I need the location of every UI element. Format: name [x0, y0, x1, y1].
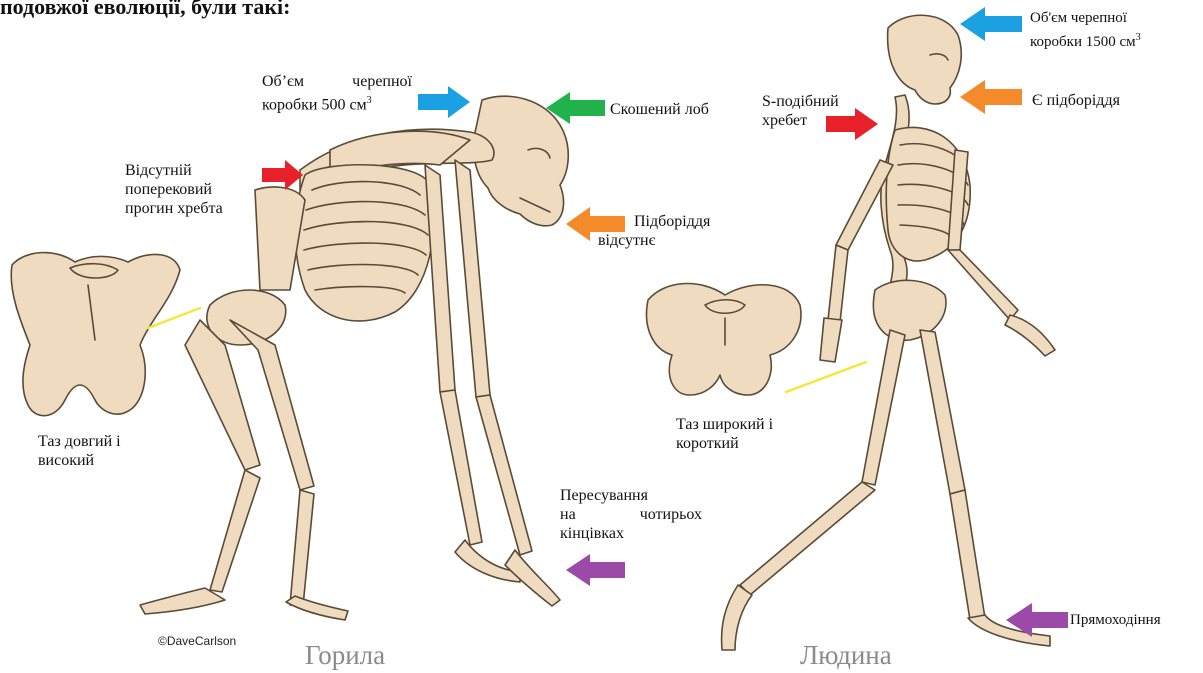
- human-cranial-sup: 3: [1136, 32, 1141, 43]
- gorilla-move-line1: Пересування: [560, 486, 702, 505]
- human-walk-label: Прямоходіння: [1070, 611, 1161, 630]
- gorilla-cranial-line2: коробки 500 см3: [262, 91, 412, 114]
- gorilla-move-line2: на чотирьох: [560, 505, 702, 524]
- gorilla-cranial-volume: коробки 500 см: [262, 96, 367, 113]
- gorilla-chin-line1: Підборіддя: [598, 212, 710, 231]
- human-spine-line1: S-подібний: [762, 92, 839, 111]
- gorilla-lumbar-line2: поперековий: [125, 180, 223, 199]
- gorilla-cranial-label: Об’єм черепної коробки 500 см3: [262, 72, 412, 114]
- gorilla-pelvis-line2: високий: [38, 451, 121, 470]
- gorilla-move-line3: кінцівках: [560, 524, 702, 543]
- arrow-gorilla-cranium: [418, 86, 470, 118]
- human-leg-left: [862, 330, 905, 485]
- human-caption: Людина: [800, 640, 892, 671]
- human-skull: [888, 15, 962, 104]
- gorilla-cranial-line1: Об’єм черепної: [262, 72, 412, 91]
- gorilla-pelvis-detail: [11, 253, 180, 416]
- gorilla-chin-line2: відсутнє: [598, 231, 710, 250]
- gorilla-pelvis-line1: Таз довгий і: [38, 432, 121, 451]
- gorilla-front-arm-left: [425, 165, 455, 392]
- human-pelvis-line1: Таз широкий і: [676, 415, 773, 434]
- human-leg-right: [920, 330, 965, 494]
- gorilla-cranial-sup: 3: [367, 95, 372, 106]
- gorilla-pelvis-label: Таз довгий і високий: [38, 432, 121, 470]
- arrow-gorilla-move: [566, 554, 625, 586]
- gorilla-move-label: Пересування на чотирьох кінцівках: [560, 486, 702, 543]
- gorilla-front-arm-right: [455, 160, 490, 397]
- gorilla-chin-label: Підборіддя відсутнє: [598, 212, 710, 250]
- human-spine-line2: хребет: [762, 111, 839, 130]
- gorilla-lumbar-line3: прогин хребта: [125, 199, 223, 218]
- illustrator-credit: ©DaveCarlson: [158, 634, 236, 648]
- gorilla-forehead-label: Скошений лоб: [610, 100, 709, 119]
- top-cropped-text: подовжої еволюції, були такі:: [0, 0, 290, 20]
- gorilla-lumbar-line1: Відсутній: [125, 161, 223, 180]
- gorilla-lumbar-label: Відсутній поперековий прогин хребта: [125, 161, 223, 218]
- arrow-gorilla-lumbar: [262, 160, 303, 190]
- human-spine-label: S-подібний хребет: [762, 92, 839, 130]
- human-pelvis-line2: короткий: [676, 434, 773, 453]
- human-chin-label: Є підборіддя: [1032, 91, 1120, 110]
- human-pelvis-label: Таз широкий і короткий: [676, 415, 773, 453]
- human-cranial-volume: коробки 1500 см: [1030, 34, 1136, 50]
- human-cranial-line2: коробки 1500 см3: [1030, 28, 1141, 52]
- gorilla-caption: Горила: [305, 640, 385, 671]
- arrow-human-cranium: [960, 7, 1022, 41]
- arrow-human-chin: [960, 80, 1022, 114]
- human-cranial-line1: Об'єм черепної: [1030, 9, 1141, 28]
- human-cranial-label: Об'єм черепної коробки 1500 см3: [1030, 9, 1141, 52]
- human-pelvis-pointer: [786, 362, 866, 392]
